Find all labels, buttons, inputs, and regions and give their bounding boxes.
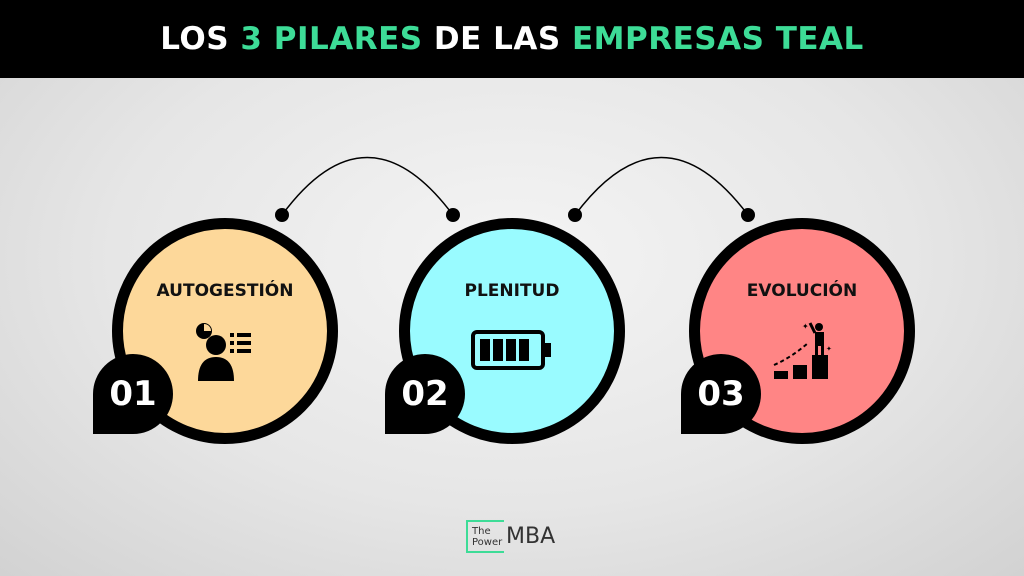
svg-text:✦: ✦ bbox=[826, 345, 832, 353]
person-checklist-icon bbox=[196, 323, 251, 381]
connector-dot bbox=[741, 208, 755, 222]
full-battery-icon bbox=[471, 330, 551, 370]
pillar-label: EVOLUCIÓN bbox=[746, 281, 858, 301]
logo-mba: MBA bbox=[506, 524, 556, 549]
pillar-label: AUTOGESTIÓN bbox=[156, 281, 294, 301]
page-title: LOS 3 PILARES DE LAS EMPRESAS TEAL bbox=[160, 21, 864, 57]
pillar-label: PLENITUD bbox=[464, 281, 560, 301]
title-highlight: EMPRESAS TEAL bbox=[571, 21, 864, 57]
title-part: DE LAS bbox=[422, 21, 572, 57]
svg-text:✦: ✦ bbox=[802, 322, 809, 331]
title-highlight: 3 PILARES bbox=[240, 21, 423, 57]
pillar-number-badge: 02 bbox=[385, 354, 465, 434]
pillar-number-badge: 01 bbox=[93, 354, 173, 434]
connector-dot bbox=[275, 208, 289, 222]
growth-steps-icon: ✦✦ bbox=[773, 322, 832, 379]
connector-dot bbox=[446, 208, 460, 222]
title-part: LOS bbox=[160, 21, 241, 57]
connector-dot bbox=[568, 208, 582, 222]
logo-text: The bbox=[472, 526, 491, 537]
title-bar: LOS 3 PILARES DE LAS EMPRESAS TEAL bbox=[0, 0, 1024, 78]
arc-connector bbox=[281, 156, 454, 216]
pillar-number-badge: 03 bbox=[681, 354, 761, 434]
logo-text: Power bbox=[472, 537, 503, 548]
arc-connector bbox=[574, 156, 749, 216]
